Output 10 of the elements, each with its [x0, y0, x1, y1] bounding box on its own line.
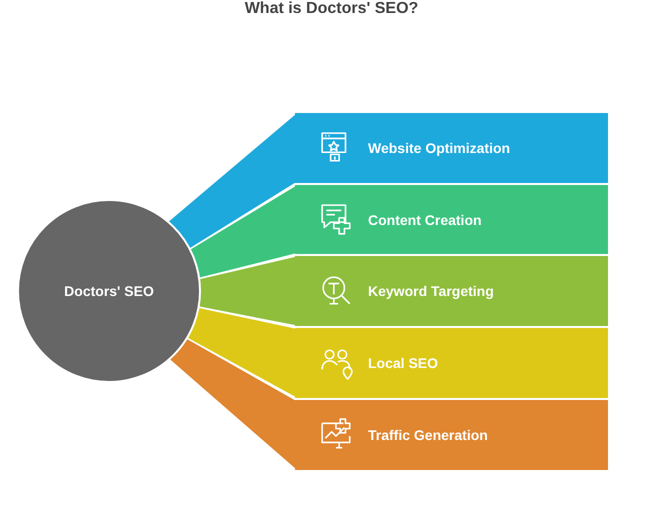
segment-band	[295, 400, 608, 470]
segment-label: Website Optimization	[368, 139, 510, 157]
diagram-title: What is Doctors' SEO?	[244, 0, 420, 18]
segment-band	[295, 113, 608, 183]
hub-label: Doctors' SEO	[64, 283, 154, 299]
segment-label: Traffic Generation	[368, 426, 488, 444]
segment-label: Local SEO	[368, 354, 438, 372]
segment-label: Keyword Targeting	[368, 282, 494, 300]
segment-label: Content Creation	[368, 210, 482, 228]
segment-band	[295, 185, 608, 254]
